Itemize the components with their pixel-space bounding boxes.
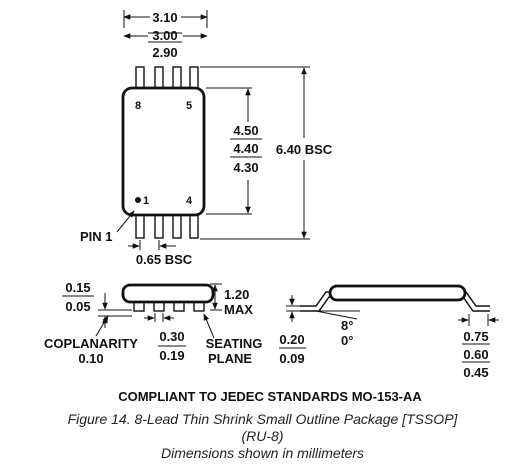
standoff-max: 0.15 (65, 280, 90, 295)
width-nom: 3.00 (152, 28, 177, 43)
overall-width: 6.40 BSC (276, 142, 333, 157)
lead-thickness-min: 0.09 (279, 351, 304, 366)
compliance-note: COMPLIANT TO JEDEC STANDARDS MO-153-AA (118, 389, 422, 404)
lead-width-min: 0.19 (159, 348, 184, 363)
figure-caption-line3: Dimensions shown in millimeters (160, 445, 365, 461)
width-min: 2.90 (152, 45, 177, 60)
foot-length-min: 0.45 (463, 365, 488, 380)
height-value: 1.20 (224, 287, 249, 302)
body-length-nom: 4.40 (233, 141, 258, 156)
pin-label-1: 1 (143, 195, 149, 207)
side-view (62, 283, 222, 347)
height-suffix: MAX (224, 302, 253, 317)
seating-plane-line1: SEATING (206, 336, 263, 351)
angle-max: 8° (341, 318, 353, 333)
width-max: 3.10 (152, 10, 177, 25)
package-body-end (328, 284, 467, 302)
package-body-side (121, 283, 215, 304)
pin-label-8: 8 (135, 100, 141, 112)
lead-thickness-max: 0.20 (279, 332, 304, 347)
coplanarity-label: COPLANARITY (44, 336, 138, 351)
top-view-labels: 3.10 3.00 2.90 8 5 1 4 4.50 4.40 4.30 6.… (80, 10, 333, 267)
pin-label-4: 4 (186, 195, 193, 207)
package-body-top (121, 86, 206, 217)
body-length-min: 4.30 (233, 160, 258, 175)
foot-length-nom: 0.60 (463, 347, 488, 362)
angle-min: 0° (341, 333, 353, 348)
pitch-value: 0.65 BSC (136, 252, 193, 267)
figure-caption-line1: Figure 14. 8-Lead Thin Shrink Small Outl… (67, 411, 458, 427)
lead-width-max: 0.30 (159, 329, 184, 344)
figure-caption-line2: (RU-8) (241, 428, 284, 444)
end-view-labels: 0.20 0.09 8° 0° 0.75 0.60 0.45 (279, 318, 488, 380)
foot-length-max: 0.75 (463, 329, 488, 344)
body-length-max: 4.50 (233, 123, 258, 138)
pin-label-5: 5 (186, 100, 192, 112)
pin1-dot (135, 197, 141, 203)
seating-plane-line2: PLANE (208, 351, 252, 366)
pin1-label: PIN 1 (80, 229, 113, 244)
standoff-min: 0.05 (65, 299, 90, 314)
lead-profile (300, 291, 490, 312)
side-view-labels: 0.15 0.05 1.20 MAX 0.30 0.19 COPLANARITY… (44, 280, 262, 366)
coplanarity-value: 0.10 (78, 351, 103, 366)
top-view (116, 10, 310, 250)
end-view (279, 284, 499, 363)
